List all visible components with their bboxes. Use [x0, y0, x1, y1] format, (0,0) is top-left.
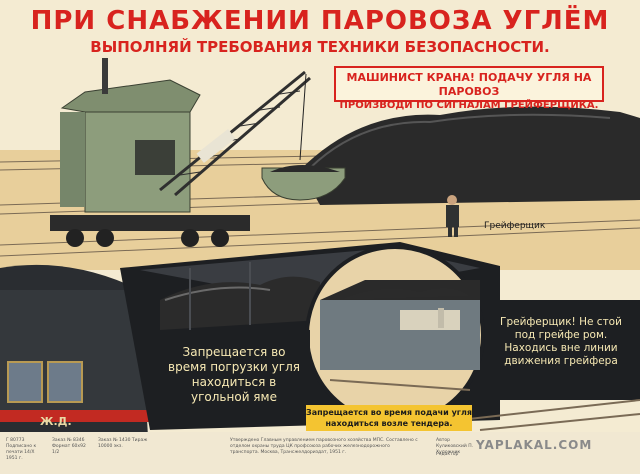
- footer-col3: Заказ № 1430 Тираж 10000 экз.: [98, 438, 148, 449]
- footer-col2: Заказ № 8346 Формат 60х92 1/2: [52, 438, 86, 455]
- poster-title: ПРИ СНАБЖЕНИИ ПАРОВОЗА УГЛЁМ: [30, 6, 610, 36]
- footer-col4: Утверждено Главным управлением паровозно…: [230, 438, 418, 455]
- left-warning-panel: [150, 330, 310, 420]
- crane-notice-line1: МАШИНИСТ КРАНА! ПОДАЧУ УГЛЯ НА ПАРОВОЗ: [346, 71, 592, 98]
- right-warning-panel: [490, 300, 640, 400]
- pit-warning: Запрещается во время погрузки угля наход…: [168, 345, 300, 404]
- crane-driver-notice: МАШИНИСТ КРАНА! ПОДАЧУ УГЛЯ НА ПАРОВОЗ П…: [334, 66, 604, 111]
- footer-col5: Автор Куликовский П. Художник: [436, 438, 474, 455]
- grab-operator-label: Грейферщик: [484, 221, 546, 231]
- grab-operator-figure: [446, 195, 459, 237]
- tender-warning: Запрещается во время подачи угля находит…: [306, 405, 472, 431]
- coal-pile-highlight: [309, 113, 611, 169]
- site-watermark: YAPLAKAL.COM: [476, 438, 593, 452]
- poster-subtitle: ВЫПОЛНЯЙ ТРЕБОВАНИЯ ТЕХНИКИ БЕЗОПАСНОСТИ…: [90, 38, 550, 56]
- rails-near: [459, 399, 640, 431]
- inset-circle: [305, 245, 485, 425]
- railcar-sign: Ж.Д.: [40, 415, 72, 428]
- crane-notice-line2: ПРОИЗВОДИ ПО СИГНАЛАМ ГРЕЙФЕРЩИКА.: [339, 100, 599, 111]
- crane: [50, 58, 346, 247]
- footer-col6: Редактор: [436, 452, 459, 457]
- print-footer: Г 80773 Подписано к печати 14/X 1951 г. …: [0, 432, 640, 474]
- footer-col1: Г 80773 Подписано к печати 14/X 1951 г.: [6, 438, 37, 461]
- coal-pile: [300, 106, 640, 205]
- grab-warning: Грейферщик! Не стой под грейфе ром. Нахо…: [500, 316, 622, 367]
- locomotive: [0, 264, 150, 474]
